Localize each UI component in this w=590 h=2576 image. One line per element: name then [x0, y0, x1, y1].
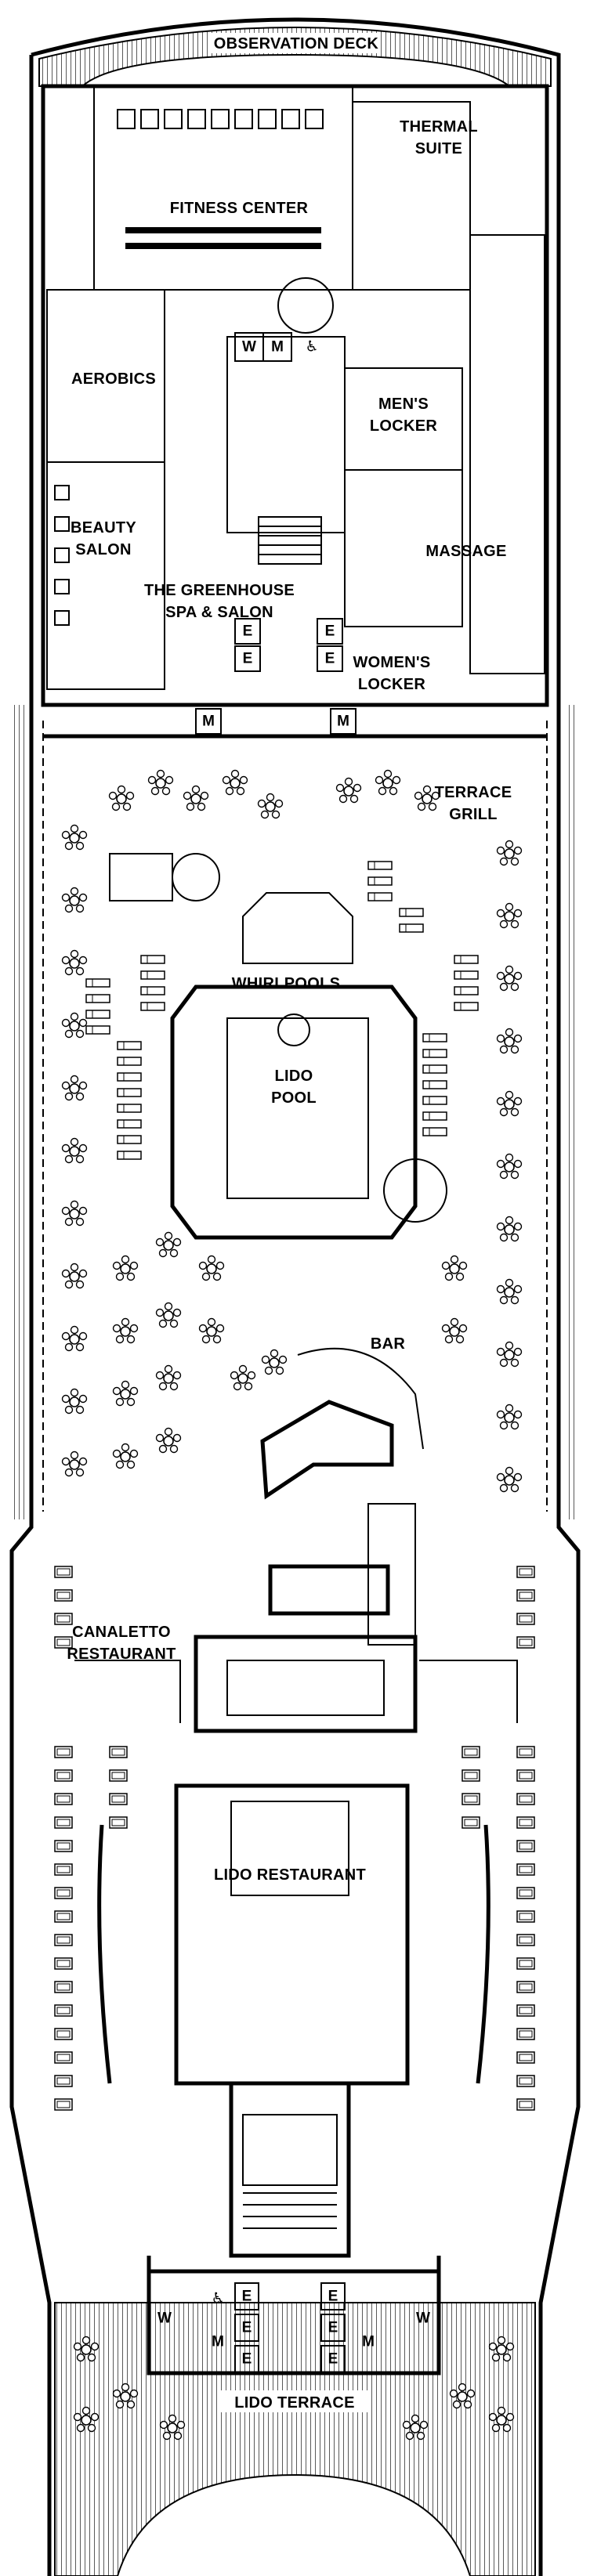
- elevator-code: E: [242, 2320, 252, 2336]
- label-canaletto-restaurant: CANALETTO: [72, 1624, 171, 1641]
- label-observation-deck: OBSERVATION DECK: [214, 35, 379, 52]
- facility-codes: W M ♿ E E E E M M W W ♿ M M E E E E E E: [157, 332, 430, 2373]
- label-mens-locker: LOCKER: [370, 417, 437, 435]
- label-womens-locker: LOCKER: [358, 676, 425, 693]
- label-bar: BAR: [371, 1335, 405, 1353]
- label-womens-locker: WOMEN'S: [353, 654, 430, 671]
- restroom-women-code: W: [157, 2310, 172, 2327]
- label-whirlpools: WHIRLPOOLS: [232, 975, 341, 992]
- accessible-icon: ♿: [211, 2291, 224, 2307]
- label-beauty-salon: BEAUTY: [71, 519, 136, 537]
- restroom-women-code: W: [242, 339, 256, 356]
- label-lido-pool: POOL: [271, 1089, 317, 1107]
- label-terrace-grill: TERRACE: [435, 784, 512, 801]
- restroom-men-code: M: [271, 339, 284, 356]
- label-canaletto-restaurant: RESTAURANT: [67, 1646, 176, 1663]
- restroom-men-code: M: [337, 714, 349, 730]
- restroom-men-code: M: [212, 2334, 224, 2350]
- restroom-men-code: M: [202, 714, 215, 730]
- restroom-men-code: M: [362, 2334, 375, 2350]
- terrace-tables: [61, 769, 523, 1493]
- label-fitness-center: FITNESS CENTER: [170, 200, 309, 217]
- elevator-code: E: [243, 651, 253, 667]
- label-lido-terrace: LIDO TERRACE: [234, 2394, 355, 2412]
- label-massage: MASSAGE: [425, 543, 506, 560]
- label-thermal-suite: SUITE: [415, 140, 462, 157]
- area-labels: OBSERVATION DECK THERMAL SUITE FITNESS C…: [67, 33, 512, 2412]
- label-lido-pool: LIDO: [275, 1068, 313, 1085]
- label-mens-locker: MEN'S: [378, 396, 429, 413]
- elevator-code: E: [325, 651, 335, 667]
- lido-pool-area: [109, 853, 447, 1646]
- label-greenhouse: SPA & SALON: [165, 604, 273, 621]
- restaurant-block: [74, 1635, 518, 2258]
- aft-core: [147, 2256, 441, 2375]
- label-terrace-grill: GRILL: [449, 806, 498, 823]
- label-greenhouse: THE GREENHOUSE: [144, 582, 295, 599]
- elevator-code: E: [325, 623, 335, 640]
- restroom-women-code: W: [416, 2310, 430, 2327]
- elevator-code: E: [242, 2289, 252, 2305]
- elevator-code: E: [243, 623, 253, 640]
- label-lido-restaurant: LIDO RESTAURANT: [214, 1866, 366, 1884]
- pool-loungers: [85, 861, 479, 1160]
- elevator-code: E: [328, 2320, 338, 2336]
- elevator-code: E: [328, 2289, 338, 2305]
- elevator-code: E: [242, 2351, 252, 2368]
- hull-outline: [9, 17, 581, 2576]
- accessible-icon: ♿: [305, 339, 318, 356]
- elevator-code: E: [328, 2351, 338, 2368]
- spa-fitness-block: [41, 84, 549, 739]
- label-aerobics: AEROBICS: [71, 370, 156, 388]
- label-beauty-salon: SALON: [75, 541, 132, 558]
- label-thermal-suite: THERMAL: [400, 118, 478, 135]
